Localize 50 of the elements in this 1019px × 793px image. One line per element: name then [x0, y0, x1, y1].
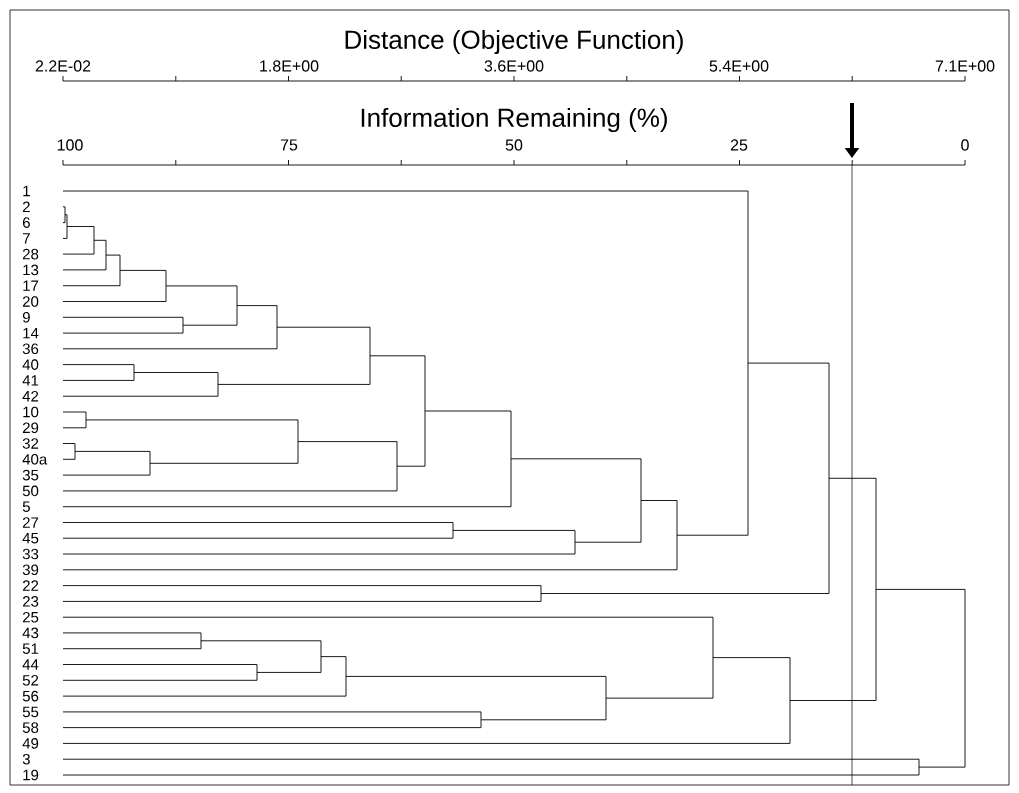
leaf-label: 32	[22, 438, 39, 449]
leaf-label: 50	[22, 485, 39, 497]
tick-label: 3.6E+00	[484, 60, 544, 72]
leaf-label: 3	[22, 753, 30, 765]
tick-label: 75	[280, 139, 298, 151]
axis-title: Information Remaining (%)	[361, 107, 667, 133]
leaf-label: 45	[22, 533, 39, 544]
tick-label: 25	[730, 139, 748, 151]
axis-title: Distance (Objective Function)	[345, 29, 683, 55]
leaf-label: 39	[22, 564, 39, 576]
tick-label: 1.8E+00	[260, 60, 319, 72]
leaf-label: 13	[23, 264, 39, 276]
leaf-label: 22	[22, 580, 39, 591]
tick-label: 2.2E-02	[35, 60, 91, 72]
leaf-label: 29	[22, 422, 39, 434]
leaf-label: 25	[22, 611, 39, 623]
leaf-label: 55	[22, 706, 39, 718]
leaf-label: 36	[22, 343, 39, 355]
tick-label: 100	[57, 139, 83, 151]
tick-label: 7.1E+00	[935, 60, 995, 72]
leaf-label: 42	[22, 390, 39, 402]
leaf-label: 43	[22, 627, 39, 639]
leaf-label: 52	[22, 675, 39, 686]
leaf-label: 7	[22, 233, 30, 244]
leaf-label: 56	[22, 690, 39, 702]
leaf-label: 51	[22, 643, 39, 654]
leaf-label: 20	[22, 296, 39, 307]
leaf-label: 40	[22, 359, 39, 370]
tick-label: 0	[961, 139, 969, 151]
leaf-label: 17	[23, 280, 39, 291]
tick-label: 50	[505, 139, 523, 151]
leaf-label: 6	[22, 217, 30, 228]
tick-label: 5.4E+00	[709, 60, 769, 72]
leaf-label: 33	[22, 548, 39, 560]
leaf-label: 1	[23, 185, 30, 197]
leaf-label: 58	[22, 722, 39, 733]
leaf-label: 49	[22, 738, 39, 749]
leaf-label: 14	[23, 327, 39, 339]
leaf-label: 19	[23, 769, 39, 781]
leaf-label: 40a	[22, 454, 48, 465]
leaf-label: 5	[22, 501, 30, 512]
leaf-label: 10	[23, 406, 39, 418]
leaf-label: 27	[22, 517, 39, 528]
leaf-label: 2	[22, 201, 30, 213]
leaf-label: 41	[22, 375, 39, 386]
leaf-label: 44	[22, 659, 39, 670]
leaf-label: 28	[22, 248, 39, 260]
leaf-label: 9	[22, 312, 30, 323]
leaf-label: 23	[22, 596, 39, 607]
leaf-label: 35	[22, 469, 39, 481]
